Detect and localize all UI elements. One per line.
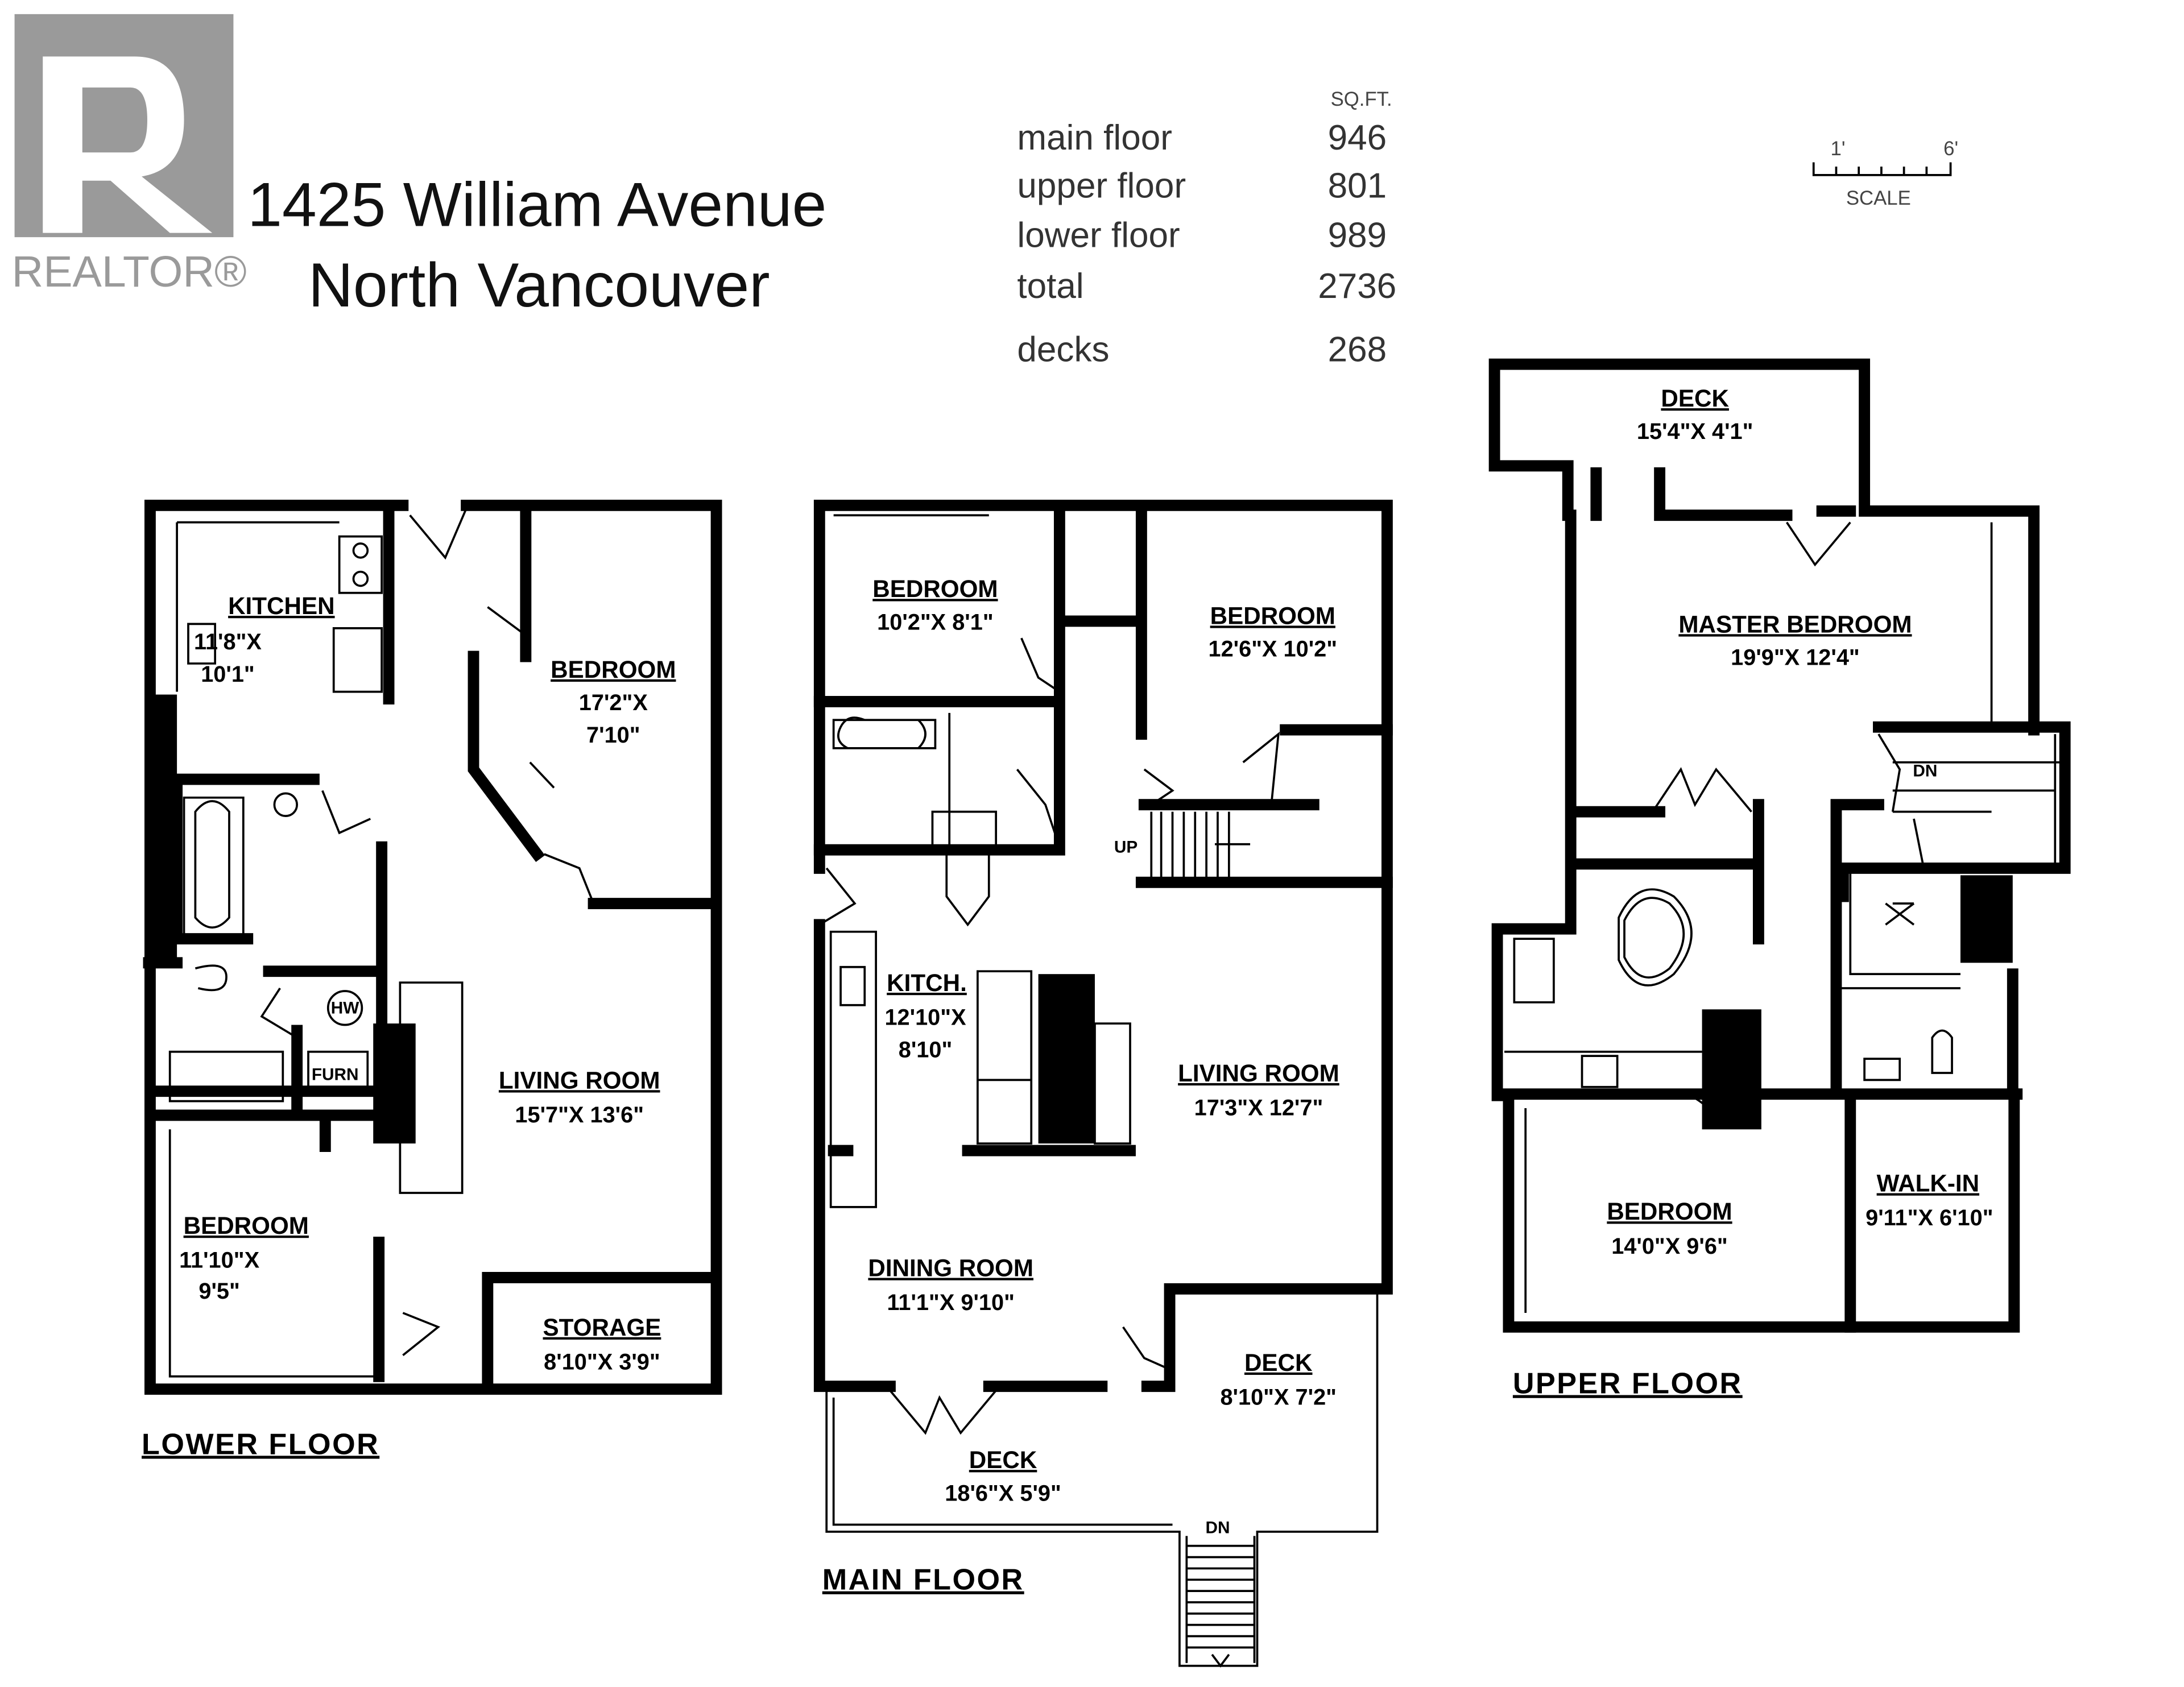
area-value: 946 [1328, 118, 1387, 157]
room-dims: 8'10" [899, 1038, 953, 1063]
room-dims: 9'11"X 6'10" [1866, 1205, 1993, 1230]
floor-label: MAIN FLOOR [822, 1564, 1024, 1597]
address-line2: North Vancouver [308, 251, 770, 320]
room-dims: 14'0"X 9'6" [1611, 1234, 1728, 1259]
room-name: LIVING ROOM [1178, 1060, 1339, 1087]
area-value: 268 [1328, 330, 1387, 370]
room-dims: 18'6"X 5'9" [945, 1481, 1061, 1506]
area-value: 801 [1328, 167, 1387, 206]
room-dims: 10'1" [201, 662, 255, 687]
room-dims: 17'3"X 12'7" [1194, 1095, 1323, 1120]
room-name: WALK-IN [1877, 1170, 1979, 1197]
room-name: DECK [1244, 1349, 1313, 1376]
floor-label: LOWER FLOOR [142, 1428, 379, 1461]
room-name: BEDROOM [872, 575, 998, 602]
room-name: KITCH. [887, 969, 967, 996]
stairs-down-label: DN [1205, 1518, 1230, 1537]
room-dims: 12'6"X 10'2" [1208, 637, 1337, 662]
room-dims: 11'8"X [194, 629, 262, 654]
upper-floor-plan: DN DECK 15'4"X 4'1" MASTER BEDROOM 19'9"… [1488, 358, 2071, 1400]
hot-water-label: HW [331, 999, 360, 1018]
room-dims: 15'7"X 13'6" [515, 1102, 644, 1128]
logo-text: REALTOR® [12, 247, 247, 296]
room-dims: 11'10"X [179, 1248, 259, 1273]
area-value: 989 [1328, 215, 1387, 255]
room-dims: 19'9"X 12'4" [1731, 645, 1860, 670]
lower-floor-plan: HW FURN KITCHEN 11'8"X 10'1" BEDROOM 17'… [142, 499, 722, 1461]
area-label: main floor [1017, 118, 1172, 157]
area-label: decks [1017, 330, 1109, 370]
room-name: BEDROOM [1607, 1198, 1732, 1225]
room-dims: 17'2"X [579, 690, 648, 715]
scale-start: 1' [1831, 138, 1846, 160]
room-dims: 11'1"X 9'10" [887, 1290, 1014, 1315]
room-dims: 8'10"X 7'2" [1220, 1385, 1337, 1410]
floor-label: UPPER FLOOR [1513, 1367, 1743, 1400]
room-name: MASTER BEDROOM [1678, 611, 1912, 637]
room-dims: 12'10"X [884, 1005, 966, 1030]
room-dims: 8'10"X 3'9" [544, 1349, 660, 1374]
room-dims: 9'5" [198, 1279, 239, 1304]
scale-end: 6' [1943, 138, 1958, 160]
area-value: 2736 [1318, 267, 1396, 306]
room-name: DINING ROOM [868, 1254, 1033, 1281]
room-name: LIVING ROOM [499, 1067, 660, 1093]
room-name: BEDROOM [1210, 602, 1335, 629]
room-dims: 10'2"X 8'1" [877, 610, 994, 635]
area-header: SQ.FT. [1331, 89, 1392, 110]
address-line1: 1425 William Avenue [247, 170, 826, 239]
room-name: BEDROOM [551, 656, 676, 683]
furnace-label: FURN [312, 1065, 359, 1084]
scale-bar: 1' 6' SCALE [1812, 138, 1958, 209]
room-dims: 7'10" [586, 723, 640, 748]
stairs-up-label: UP [1114, 838, 1138, 857]
room-name: KITCHEN [228, 592, 335, 619]
room-name: BEDROOM [184, 1212, 309, 1239]
room-name: DECK [969, 1446, 1037, 1473]
room-dims: 15'4"X 4'1" [1637, 419, 1753, 444]
stairs-down-label: DN [1913, 762, 1937, 781]
area-label: upper floor [1017, 167, 1186, 206]
room-name: DECK [1661, 385, 1729, 412]
main-floor-plan: UP DN BEDROOM 10'2"X 8'1" BEDROOM 12'6"X… [813, 499, 1393, 1668]
realtor-logo: REALTOR® [12, 14, 247, 296]
scale-label: SCALE [1846, 188, 1911, 209]
area-label: total [1017, 267, 1083, 306]
area-label: lower floor [1017, 215, 1180, 255]
area-table: SQ.FT. main floor 946 upper floor 801 lo… [1017, 89, 1396, 369]
room-name: STORAGE [543, 1314, 661, 1341]
